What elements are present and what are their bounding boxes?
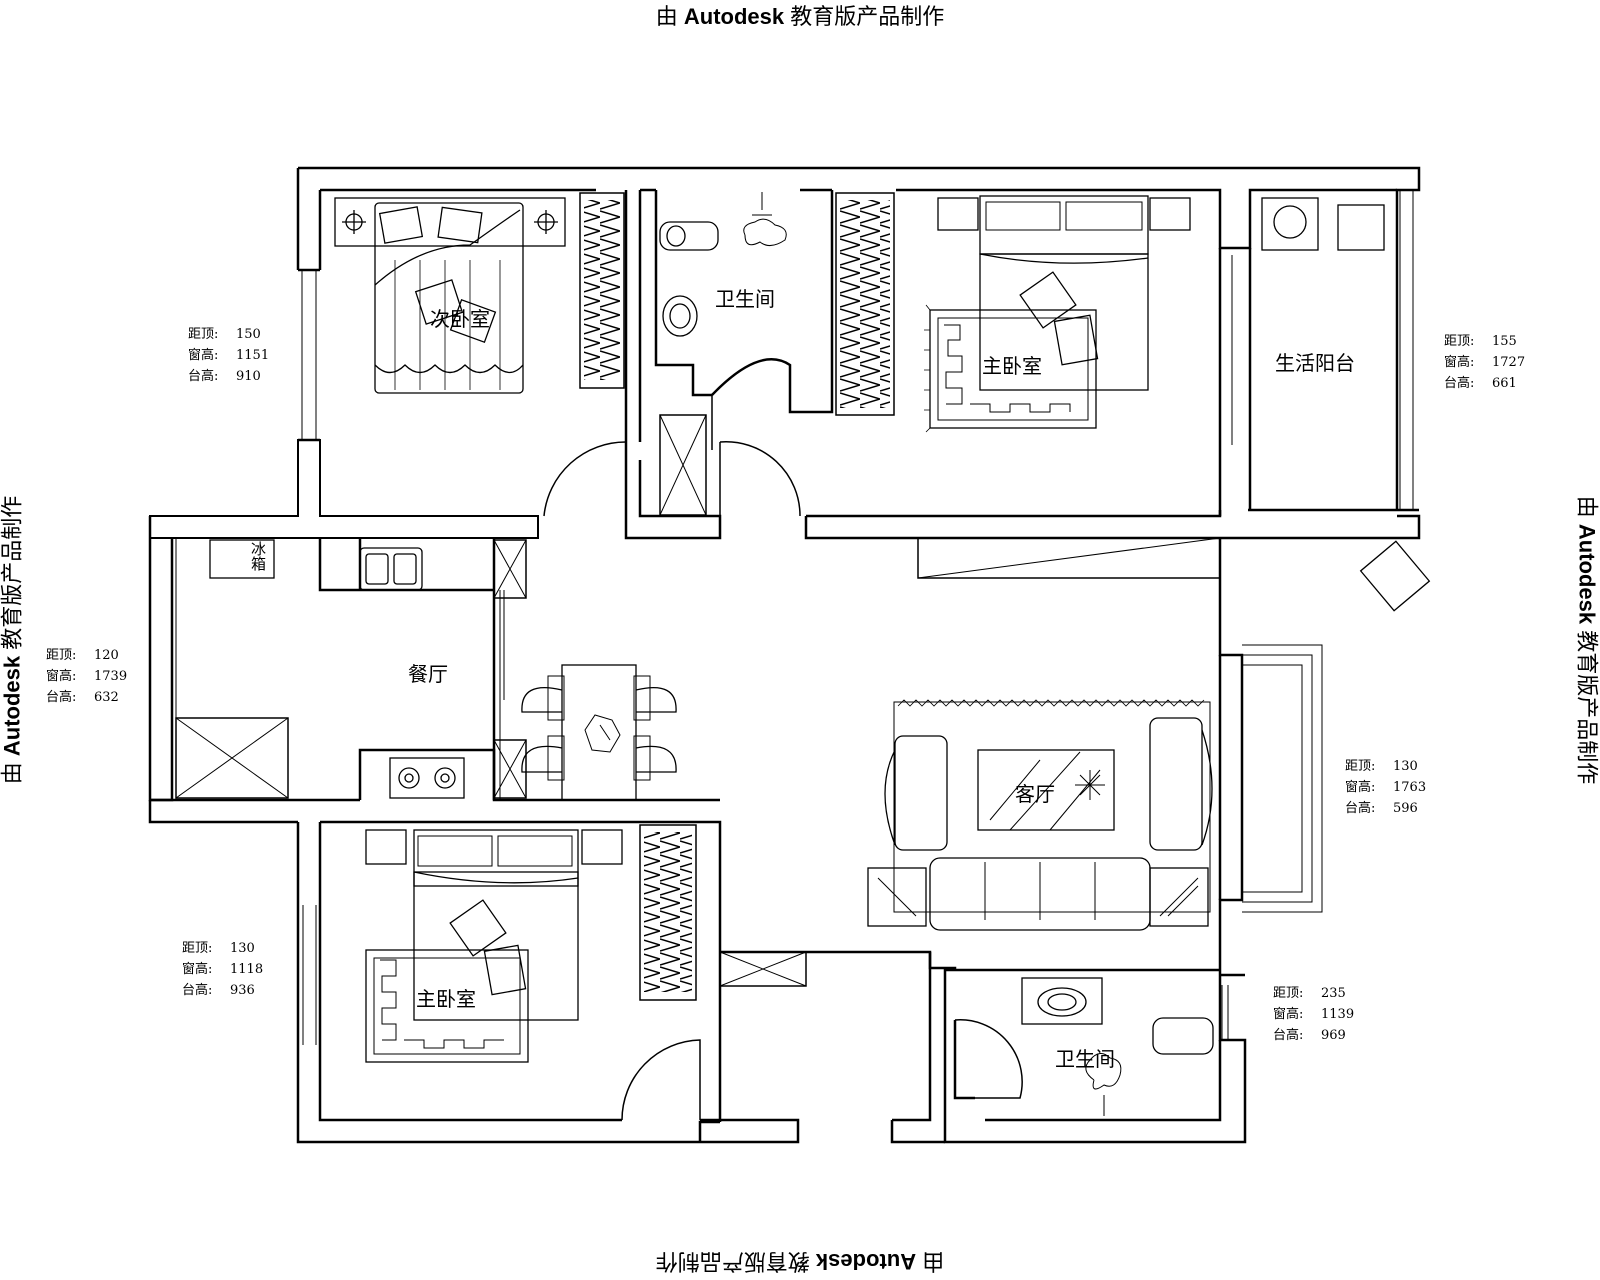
second-bedroom-furniture (334, 197, 566, 394)
room-label-dining: 餐厅 (408, 662, 448, 686)
closets (175, 192, 1221, 1001)
doors (543, 248, 1233, 1121)
room-label-second-bedroom: 次卧室 (430, 307, 490, 331)
window-spec-d: 距顶:130 窗高:1763 台高:596 (1345, 759, 1427, 816)
window-spec-a: 距顶:150 窗高:1151 台高:910 (188, 327, 270, 384)
dining-table (521, 664, 677, 801)
bottom-bathroom-fixtures (1021, 977, 1214, 1116)
window-spec-f: 距顶:235 窗高:1139 台高:969 (1273, 986, 1355, 1043)
room-label-master-bedroom-bottom: 主卧室 (416, 987, 476, 1011)
master-bedroom-top-furniture (924, 195, 1191, 433)
room-label-bathroom-top: 卫生间 (715, 287, 775, 311)
balcony-fixtures (1261, 197, 1385, 251)
watermark-top: 由 Autodesk 教育版产品制作 (655, 4, 945, 30)
top-bathroom-fixtures (659, 192, 787, 337)
window-spec-c: 距顶:120 窗高:1739 台高:632 (46, 648, 128, 705)
kitchen-fixtures (209, 539, 465, 799)
living-room-furniture (867, 540, 1431, 931)
room-label-bathroom-bottom: 卫生间 (1055, 1047, 1115, 1071)
room-label-living: 客厅 (1015, 782, 1055, 806)
room-label-utility-balcony: 生活阳台 (1275, 351, 1355, 375)
walls (148, 166, 1421, 1144)
room-label-master-bedroom-top: 主卧室 (982, 354, 1042, 378)
window-spec-b: 距顶:155 窗高:1727 台高:661 (1444, 334, 1526, 391)
master-bedroom-bottom-furniture (365, 829, 623, 1063)
fridge-label: 冰箱 (249, 541, 267, 571)
window-spec-e: 距顶:130 窗高:1118 台高:936 (182, 941, 264, 998)
